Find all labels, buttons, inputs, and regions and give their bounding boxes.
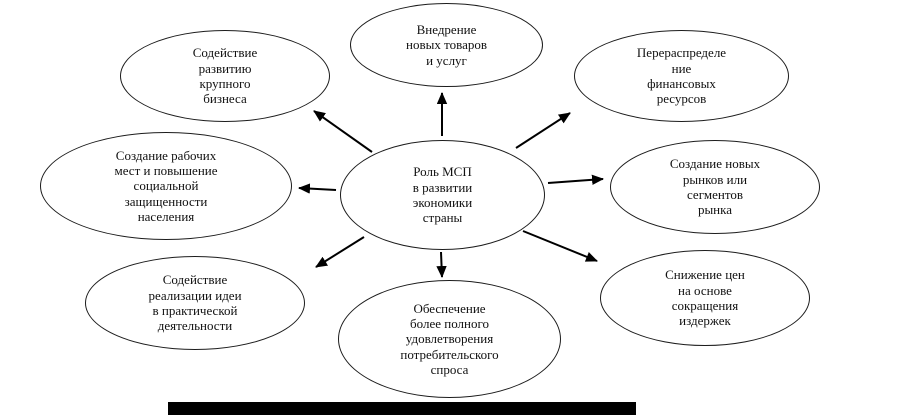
node-label-price: Снижение цен на основе сокращения издерж… [665, 267, 745, 329]
arrow-to-big-business [313, 110, 373, 153]
node-label-new-goods: Внедрение новых товаров и услуг [406, 22, 487, 68]
node-price-reduction: Снижение цен на основе сокращения издерж… [600, 250, 810, 346]
node-label-big-business: Содействие развитию крупного бизнеса [192, 45, 258, 107]
bottom-black-bar [168, 402, 636, 415]
arrow-to-jobs [298, 183, 337, 194]
node-smb-role-center: Роль МСП в развитии экономики страны [340, 140, 545, 250]
node-label-financial: Перераспределе ние финансовых ресурсов [636, 45, 727, 107]
arrow-to-price-reduction [522, 230, 598, 262]
node-jobs-social-security: Создание рабочих мест и повышение социал… [40, 132, 292, 240]
node-financial-redistribution: Перераспределе ние финансовых ресурсов [574, 30, 789, 122]
arrow-to-consumer-demand [436, 251, 447, 278]
arrow-to-new-markets [547, 174, 604, 185]
node-new-markets-segments: Создание новых рынков или сегментов рынк… [610, 140, 820, 234]
arrow-to-idea-implementation [315, 236, 365, 268]
node-new-goods-services: Внедрение новых товаров и услуг [350, 3, 543, 87]
node-label-consumer: Обеспечение более полного удовлетворения… [400, 300, 499, 377]
node-label-new-markets: Создание новых рынков или сегментов рынк… [669, 156, 761, 218]
node-big-business-support: Содействие развитию крупного бизнеса [120, 30, 330, 122]
node-consumer-demand: Обеспечение более полного удовлетворения… [338, 280, 561, 398]
node-idea-implementation: Содействие реализации идеи в практическо… [85, 256, 305, 350]
node-label-center: Роль МСП в развитии экономики страны [412, 164, 473, 226]
node-label-idea: Содействие реализации идеи в практическо… [148, 272, 242, 334]
arrow-to-financial-redistribution [515, 112, 571, 149]
node-label-jobs: Создание рабочих мест и повышение социал… [114, 147, 218, 224]
